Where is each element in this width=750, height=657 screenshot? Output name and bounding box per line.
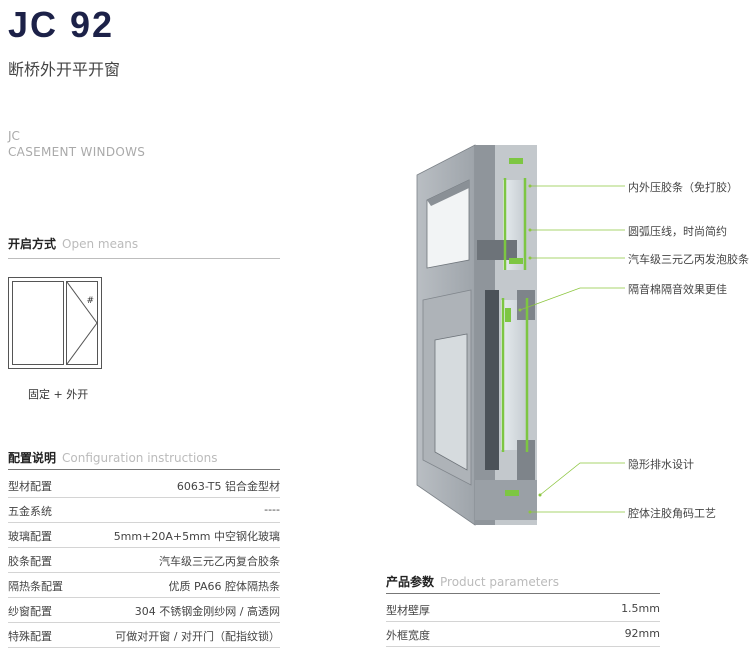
config-value: 304 不锈钢金刚纱网 / 高透网 [134,605,280,618]
thermal-break [485,290,499,470]
config-row: 特殊配置 可做对开窗 / 对开门（配指纹锁） [8,623,280,648]
config-row: 纱窗配置 304 不锈钢金刚纱网 / 高透网 [8,598,280,623]
config-value: ---- [264,503,280,516]
config-row: 胶条配置 汽车级三元乙丙复合胶条 [8,548,280,573]
config-label: 隔热条配置 [8,580,63,593]
leader-line [519,287,625,311]
open-means-heading: 开启方式 Open means [8,235,138,252]
callout-sound-insulation: 隔音棉隔音效果更佳 [628,283,727,296]
casement-sash: # [66,281,98,365]
config-heading: 配置说明 Configuration instructions [8,449,217,466]
product-value: 92mm [624,627,660,640]
config-value: 6063-T5 铝合金型材 [176,480,280,493]
product-heading-cn: 产品参数 [386,575,435,589]
product-value: 1.5mm [621,602,660,615]
product-row: 型材壁厚 1.5mm [386,597,660,622]
series-en-line1: JC [8,129,20,143]
config-heading-en: Configuration instructions [62,451,218,465]
config-divider [8,469,280,470]
config-label: 型材配置 [8,480,52,493]
config-row: 五金系统 ---- [8,498,280,523]
bottom-frame-profile [475,480,537,520]
window-profile-illustration [416,144,537,526]
config-label: 纱窗配置 [8,605,52,618]
page-title: JC 92 [8,4,115,45]
callout-epdm-gasket: 汽车级三元乙丙发泡胶条 [628,253,749,266]
config-value: 优质 PA66 腔体隔热条 [168,580,280,593]
gasket-transom [509,258,523,264]
product-heading-en: Product parameters [440,575,559,589]
series-en-line2: CASEMENT WINDOWS [8,145,146,159]
opening-direction-icon [67,282,97,364]
page-subtitle: 断桥外开平开窗 [8,60,121,79]
open-means-divider [8,258,280,259]
callout-pressure-gasket: 内外压胶条（免打胶） [628,181,738,194]
gasket-top [509,158,523,164]
gasket-upper [503,178,527,270]
upper-inset-shadow [427,180,469,206]
product-heading: 产品参数 Product parameters [386,573,559,590]
config-value: 可做对开窗 / 对开门（配指纹锁） [115,630,280,643]
gasket-sash [505,308,511,322]
lower-glass-section [501,300,527,450]
callout-leaders [518,184,625,514]
config-row: 隔热条配置 优质 PA66 腔体隔热条 [8,573,280,598]
config-label: 特殊配置 [8,630,52,643]
config-value: 5mm+20A+5mm 中空钢化玻璃 [113,530,280,543]
handle-symbol: # [86,296,94,306]
product-label: 外框宽度 [386,629,430,642]
gasket-lower [501,298,529,452]
config-label: 玻璃配置 [8,530,52,543]
open-means-heading-cn: 开启方式 [8,237,57,251]
callout-corner-glue: 腔体注胶角码工艺 [628,507,716,520]
config-row: 玻璃配置 5mm+20A+5mm 中空钢化玻璃 [8,523,280,548]
transom-profile [477,240,517,260]
product-row: 外框宽度 92mm [386,622,660,647]
fixed-pane [12,281,64,365]
callout-arc-bead: 圆弧压线，时尚简约 [628,225,727,238]
open-means-heading-en: Open means [62,237,139,251]
callout-hidden-drainage: 隐形排水设计 [628,458,694,471]
config-label: 五金系统 [8,505,52,518]
product-divider [386,593,660,594]
gasket-bottom [505,490,519,496]
config-value: 汽车级三元乙丙复合胶条 [159,555,280,568]
sash-profile-bottom [517,440,535,480]
config-row: 型材配置 6063-T5 铝合金型材 [8,473,280,498]
open-means-caption: 固定 + 外开 [28,388,89,401]
config-label: 胶条配置 [8,555,52,568]
leader-line [539,462,625,496]
product-label: 型材壁厚 [386,604,430,617]
screen-window [434,333,468,471]
window-opening-diagram: # [8,277,102,369]
config-heading-cn: 配置说明 [8,451,57,465]
